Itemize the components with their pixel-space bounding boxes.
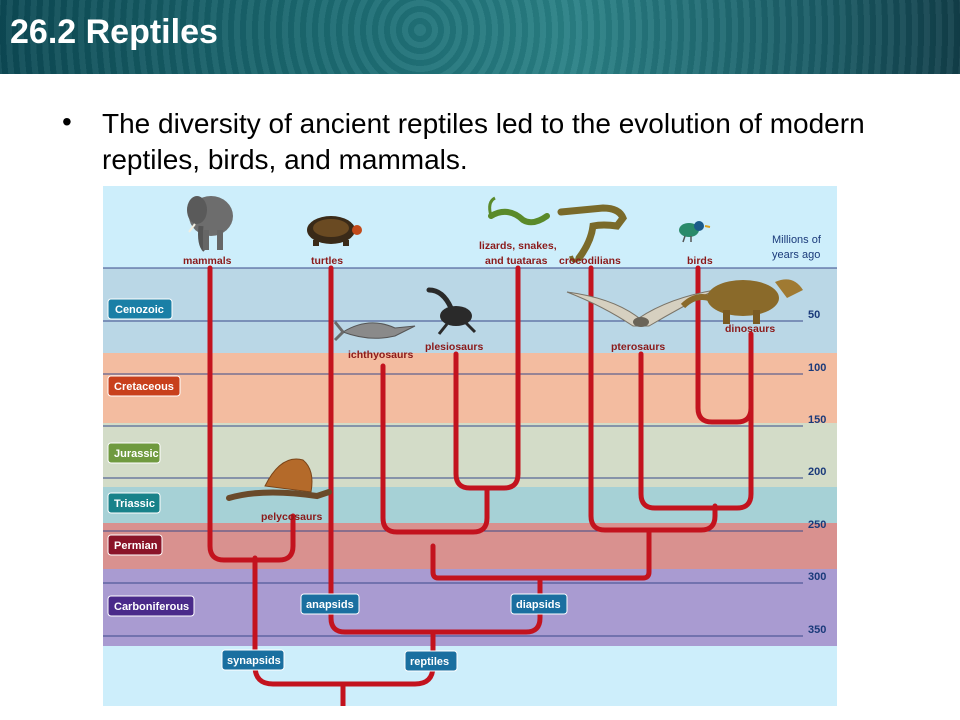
era-box-jurassic: Jurassic [107,442,161,464]
label-ichthyosaurs: ichthyosaurs [348,349,414,361]
tick-350: 350 [808,624,826,636]
branch-diapsid-right [537,527,652,581]
slide-title: 26.2 Reptiles [10,13,218,51]
svg-text:Jurassic: Jurassic [114,448,159,460]
bullet-text: The diversity of ancient reptiles led to… [102,108,865,175]
svg-text:Triassic: Triassic [114,498,155,510]
bird-icon [679,221,711,243]
label-dinosaurs: dinosaurs [725,323,775,335]
phylogeny-branches [207,265,754,706]
branch-plesiosaurs-lizards [453,265,521,491]
band-triassic [103,487,837,523]
pelycosaur-icon [226,458,332,501]
branch-anapsid-diapsid-split [328,575,543,635]
label-plesiosaurs: plesiosaurs [425,341,484,353]
clade-diapsids: diapsids [510,593,568,615]
band-cretaceous [103,353,837,423]
clade-synapsids: synapsids [221,649,285,671]
branch-crocodilians [588,265,718,533]
axis-label-line2: years ago [772,249,820,261]
phylogeny-svg: Millions of years ago 50 100 150 200 250… [103,186,837,706]
dinosaur-icon [680,279,803,324]
tick-100: 100 [808,362,826,374]
label-turtles: turtles [311,255,343,267]
ichthyosaur-icon [333,321,416,342]
svg-text:Permian: Permian [114,540,158,552]
svg-text:reptiles: reptiles [410,656,449,668]
branch-birds [695,265,754,425]
clade-reptiles: reptiles [404,650,458,672]
crocodile-icon [557,204,627,263]
svg-text:synapsids: synapsids [227,655,281,667]
reptile-phylogeny-diagram: Millions of years ago 50 100 150 200 250… [103,186,837,706]
plesiosaur-icon [426,287,477,335]
era-box-cretaceous: Cretaceous [107,375,181,397]
svg-text:Carboniferous: Carboniferous [114,601,189,613]
branch-diapsid-left [430,543,543,581]
svg-text:anapsids: anapsids [306,599,354,611]
band-cenozoic [103,268,837,353]
slide-header: 26.2 Reptiles [0,0,960,74]
label-pterosaurs: pterosaurs [611,341,665,353]
era-box-cenozoic: Cenozoic [107,298,173,320]
tick-250: 250 [808,519,826,531]
tick-300: 300 [808,571,826,583]
tick-150: 150 [808,414,826,426]
turtle-icon [307,216,362,246]
era-box-permian: Permian [107,534,163,556]
band-jurassic [103,423,837,487]
header-texture [0,0,960,74]
label-lizards-line2: and tuataras [485,255,548,267]
axis-label-line1: Millions of [772,234,822,246]
branch-ichthyosaurs [380,363,490,535]
era-box-carboniferous: Carboniferous [107,595,195,617]
svg-text:diapsids: diapsids [516,599,561,611]
svg-text:Cretaceous: Cretaceous [114,381,174,393]
branch-pterosaurs-dinosaurs [638,331,754,511]
tick-50: 50 [808,309,820,321]
era-box-triassic: Triassic [107,492,161,514]
label-birds: birds [687,255,713,267]
bullet-marker: • [62,106,72,137]
branch-root-split [252,663,436,687]
tick-200: 200 [808,466,826,478]
branch-mammals-pelycosaurs [207,265,296,563]
lizard-icon [488,196,550,226]
clade-anapsids: anapsids [300,593,360,615]
label-crocodilians: crocodilians [559,255,621,267]
elephant-icon [187,196,233,252]
label-lizards-line1: lizards, snakes, [479,240,557,252]
band-bottom [103,646,837,706]
label-pelycosaurs: pelycosaurs [261,511,322,523]
svg-text:Cenozoic: Cenozoic [115,304,164,316]
label-mammals: mammals [183,255,232,267]
